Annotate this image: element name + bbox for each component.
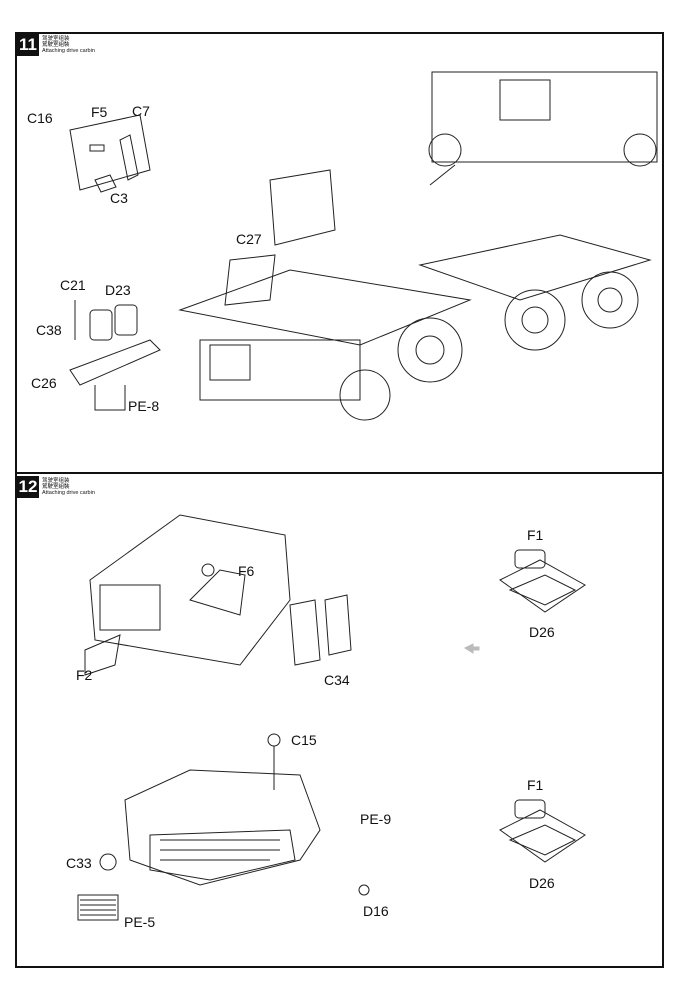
arrow-icon (463, 643, 480, 654)
cab-assembly-2 (77, 733, 370, 921)
part-label: F6 (238, 563, 255, 579)
seat-detail-top (499, 549, 586, 613)
dashboard-subassembly (69, 114, 151, 193)
part-label: F5 (91, 104, 108, 120)
part-label: C3 (110, 190, 128, 206)
part-label: D26 (529, 624, 555, 640)
part-label: C21 (60, 277, 86, 293)
title-cn: 驾驶室组装 (42, 478, 70, 484)
part-label: C27 (236, 231, 262, 247)
part-label: D26 (529, 875, 555, 891)
part-label: PE-5 (124, 914, 156, 930)
title-cn: 驾驶室组装 (42, 36, 70, 42)
title-tw: 駕駛室組裝 (42, 42, 70, 48)
seat-detail-bottom (499, 799, 586, 863)
step-number-12: 12 (17, 476, 39, 498)
part-label: C7 (132, 103, 150, 119)
part-label: F1 (527, 777, 544, 793)
part-label: C15 (291, 732, 317, 748)
page-frame (15, 32, 664, 968)
step-11-header: 驾驶室组装 駕駛室組裝 Attaching drive carbin (42, 36, 95, 54)
part-label: C26 (31, 375, 57, 391)
title-en: Attaching drive carbin (42, 490, 95, 496)
title-en: Attaching drive carbin (42, 48, 95, 54)
part-label: C16 (27, 110, 53, 126)
detail-inset (428, 71, 658, 186)
part-label: PE-8 (128, 398, 160, 414)
part-label: C38 (36, 322, 62, 338)
part-label: PE-9 (360, 811, 392, 827)
step-number-11: 11 (17, 34, 39, 56)
step-divider (15, 472, 662, 474)
cab-assembly-1 (84, 514, 352, 676)
step-12-header: 驾驶室组装 駕駛室組裝 Attaching drive carbin (42, 478, 95, 496)
part-label: C33 (66, 855, 92, 871)
part-label: C34 (324, 672, 350, 688)
part-label: F1 (527, 527, 544, 543)
title-tw: 駕駛室組裝 (42, 484, 70, 490)
part-label: D23 (105, 282, 131, 298)
part-label: F2 (76, 667, 93, 683)
part-label: D16 (363, 903, 389, 919)
truck-chassis (178, 169, 652, 421)
seats-subassembly (69, 300, 161, 411)
